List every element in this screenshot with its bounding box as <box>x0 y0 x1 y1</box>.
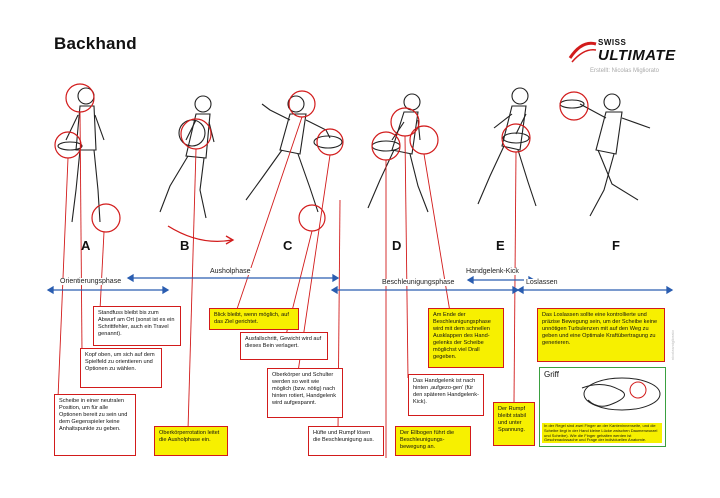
note-handgelenk-hinten: Das Handgelenk ist nach hinten ‚aufgezo-… <box>408 374 484 416</box>
phase-letter-b: B <box>180 238 190 253</box>
note-huefte: Hüfte und Rumpf lösen die Beschleunigung… <box>308 426 384 456</box>
label-loslassen: Loslassen <box>524 279 560 286</box>
logo-line1: SWISS <box>598 38 627 47</box>
label-orientierungsphase: Orientierungsphase <box>58 278 124 285</box>
logo-line2: ULTIMATE <box>598 47 676 64</box>
note-ausfallschritt: Ausfallschritt, Gewicht wird auf dieses … <box>240 332 328 360</box>
timeline-arrows <box>46 273 674 295</box>
disc-logo-icon <box>568 41 597 63</box>
figure-a <box>57 87 105 223</box>
phase-letter-d: D <box>392 238 402 253</box>
label-beschleunigungsphase: Beschleunigungsphase <box>380 279 457 286</box>
page-title: Backhand <box>54 34 137 53</box>
note-standfuss: Standfuss bleibt bis zum Abwurf am Ort (… <box>93 306 181 346</box>
swiss-ultimate-logo: SWISS ULTIMATE <box>568 38 680 74</box>
note-ellbogen: Der Ellbogen führt die Beschleunigungs-b… <box>395 426 471 456</box>
figure-e <box>477 87 537 207</box>
label-ausholphase: Ausholphase <box>208 268 253 275</box>
phase-letter-f: F <box>612 238 620 253</box>
label-handgelenk-kick: Handgelenk-Kick <box>464 268 521 275</box>
note-oberkoerperrotation: Oberkörperrotation leitet die Ausholphas… <box>154 426 228 456</box>
note-blick: Blick bleibt, wenn möglich, auf das Ziel… <box>209 308 299 330</box>
note-loslassen: Das Loslassen sollte eine kontrollierte … <box>537 308 665 362</box>
note-ende-beschleunigung: Am Ende der Beschleunigungsphase wird mi… <box>428 308 504 368</box>
phase-letter-c: C <box>283 238 293 253</box>
figure-b <box>159 95 235 245</box>
figure-f <box>559 93 651 217</box>
grip-hand-icon <box>581 377 661 411</box>
note-rumpf: Der Rumpf bleibt stabil und unter Spannu… <box>493 402 535 446</box>
note-scheibe: Scheibe in einer neutralen Position, um … <box>54 394 136 456</box>
griff-text: In der Regel sind zwei Finger an der Kan… <box>542 423 662 443</box>
credit-text: Erstellt: Nicolas Migliorato <box>590 68 660 74</box>
note-kopf: Kopf oben, um sich auf dem Spielfeld zu … <box>80 348 162 388</box>
phase-letter-e: E <box>496 238 505 253</box>
griff-panel: Griff In der Regel sind zwei Finger an d… <box>539 367 666 447</box>
figure-c <box>245 95 343 213</box>
phase-letter-a: A <box>81 238 91 253</box>
note-oberkoerper-schulter: Oberkörper und Schulter werden so weit w… <box>267 368 343 418</box>
griff-title: Griff <box>544 370 559 379</box>
side-credit: nicolasmigliorato <box>670 330 675 360</box>
